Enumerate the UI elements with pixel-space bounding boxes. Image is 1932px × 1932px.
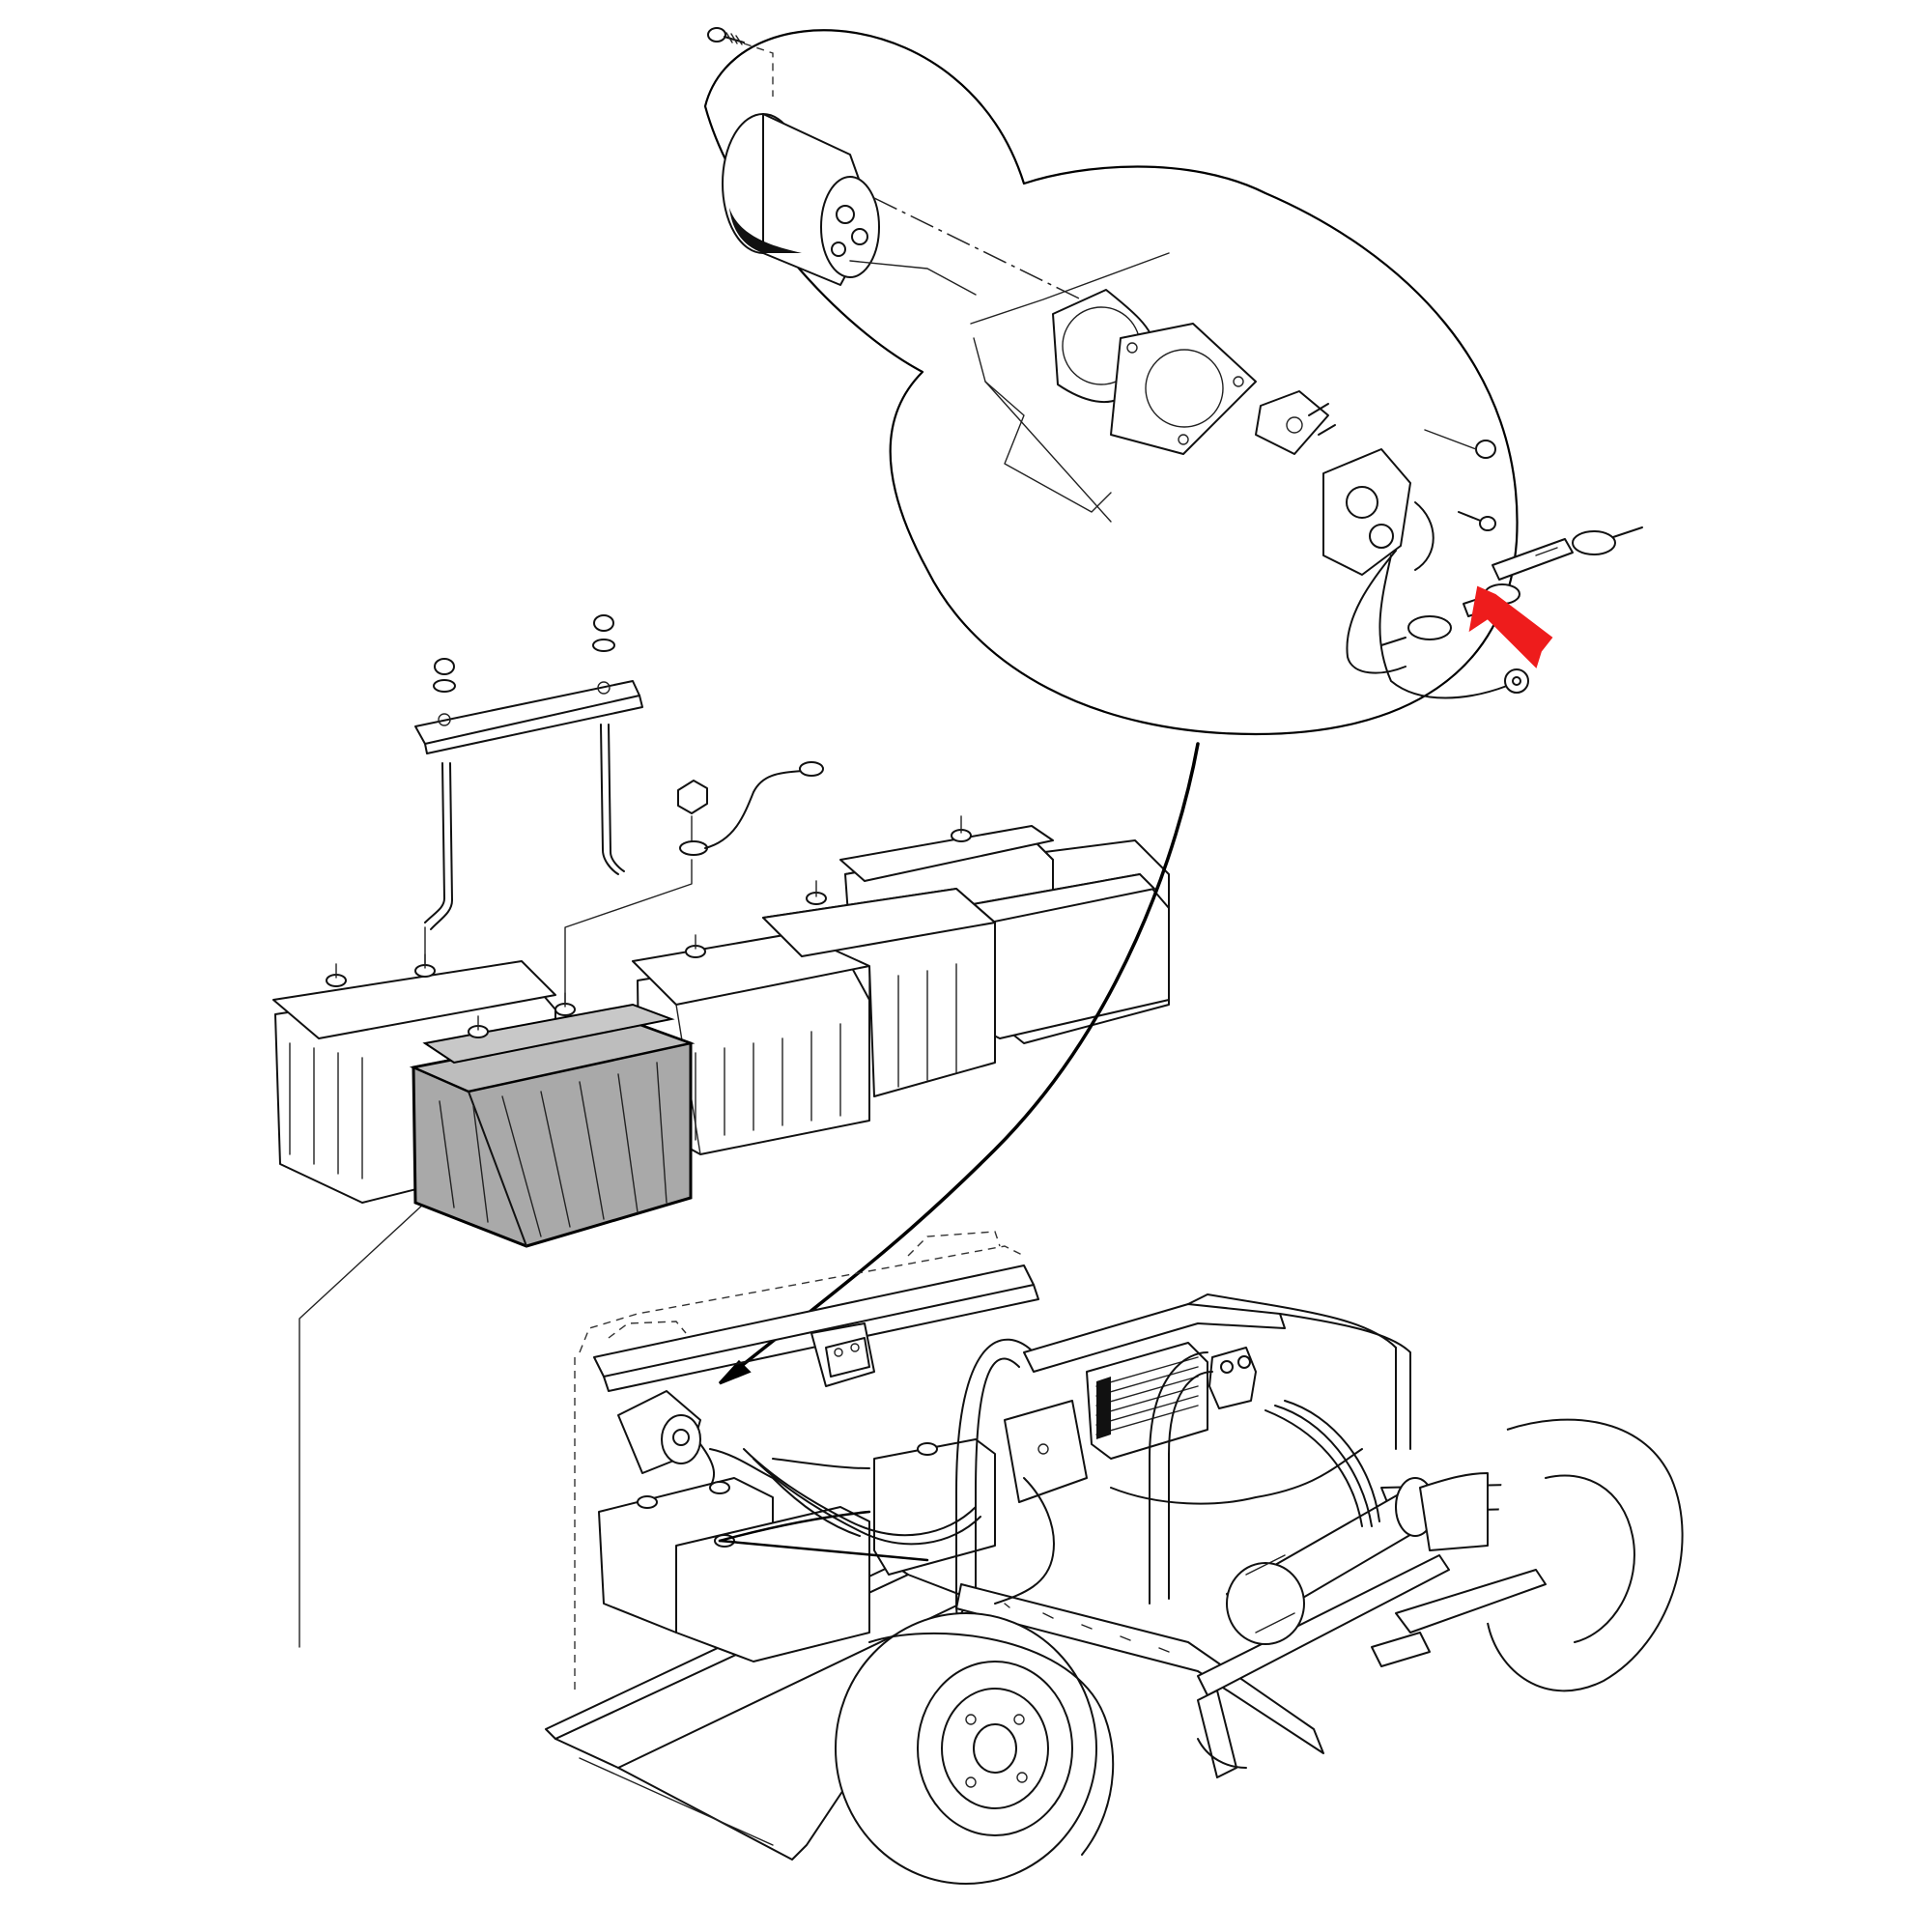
cable-leader-line (564, 859, 693, 1015)
rear-frame-top (1023, 1293, 1411, 1450)
detail-leader-line (849, 260, 977, 296)
inline-fuse-holder (1492, 526, 1643, 581)
main-wire-harness (743, 1448, 1055, 1605)
battery-back-right-3 (951, 873, 1170, 1039)
receptacle-mounting-plate (1110, 323, 1257, 455)
motor-controller (1086, 1342, 1208, 1460)
battery-cable-nut (677, 780, 708, 841)
hold-down-nut-right (592, 614, 615, 652)
receptacle-body (1322, 448, 1435, 576)
receptacle-wire-harness (1346, 550, 1529, 699)
red-arrow-icon (1468, 585, 1553, 668)
detail-balloon-outline (703, 29, 1519, 736)
charger-fuse-block (1255, 390, 1336, 455)
main-frame-rail (955, 1583, 1324, 1754)
hex-nut-right (1424, 429, 1496, 459)
solenoid (1208, 1347, 1257, 1409)
motor-wire-harness (1110, 1400, 1380, 1527)
hold-down-rod-left (424, 762, 453, 930)
rear-wheel-right (1487, 1418, 1684, 1692)
rear-cross-member (1371, 1569, 1547, 1667)
battery-jumper-cable (679, 761, 824, 856)
hold-down-nut-left (433, 658, 456, 693)
receptacle-bracket (810, 1322, 875, 1387)
drive-motor (1226, 1477, 1435, 1645)
cart-charger-receptacle (617, 1390, 715, 1493)
front-shock-absorber (1197, 1690, 1247, 1778)
controller-mounting-bracket (1004, 1400, 1088, 1503)
body-panel-outline (970, 252, 1170, 523)
charger-receptacle-housing (722, 113, 880, 286)
detail-callout-arrow (718, 742, 1200, 1385)
battery-highlighted (409, 992, 696, 1248)
cart-battery-pack (598, 1438, 996, 1662)
battery-middle-right (762, 880, 996, 1097)
battery-hold-down-bar (414, 680, 643, 754)
rear-body-dashed-outline (574, 1231, 1025, 1695)
cart-battery-cables (709, 1448, 929, 1562)
screw-right (1458, 511, 1496, 531)
mounting-screw-top (707, 27, 774, 97)
front-wheel-left (835, 1612, 1115, 1885)
hold-down-rod-right (600, 724, 625, 875)
